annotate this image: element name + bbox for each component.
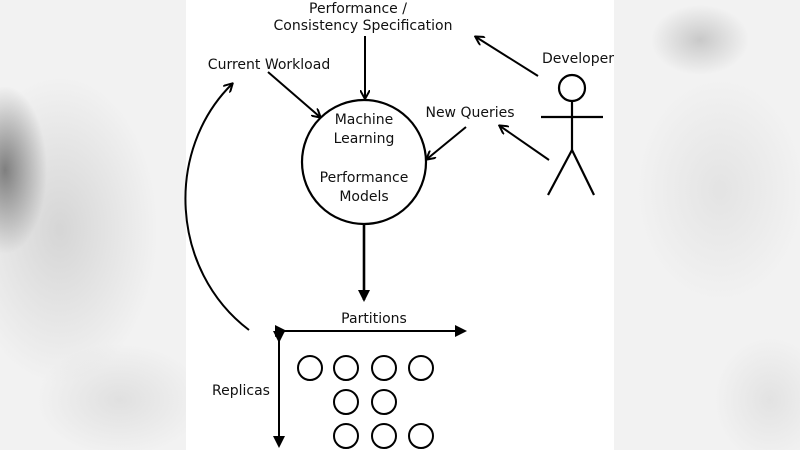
replica-node — [333, 355, 359, 381]
replica-node — [333, 389, 359, 415]
developer-to-queries-arrow — [500, 126, 550, 161]
replica-node — [297, 355, 323, 381]
spec-label-line1: Performance / — [309, 1, 407, 17]
partitions-label: Partitions — [341, 311, 407, 327]
replica-node — [333, 423, 359, 449]
ml-model-circle — [300, 98, 428, 226]
feedback-curve-arrow — [184, 84, 250, 331]
replica-node — [371, 423, 397, 449]
queries-to-model-arrow — [427, 126, 467, 159]
replica-node — [371, 389, 397, 415]
replica-node — [371, 355, 397, 381]
developer-stick-figure-icon — [541, 73, 603, 196]
spec-label-line2: Consistency Specification — [274, 18, 453, 34]
developer-to-spec-arrow — [476, 37, 539, 77]
model-label-machine: Machine — [335, 112, 394, 128]
model-label-learning: Learning — [334, 131, 395, 147]
developer-label: Developer — [542, 51, 614, 67]
replica-grid — [297, 355, 434, 449]
replica-node — [408, 355, 434, 381]
workload-to-model-arrow — [267, 71, 320, 117]
replica-node — [408, 423, 434, 449]
model-label-models: Models — [339, 189, 388, 205]
replicas-label: Replicas — [212, 383, 270, 399]
model-label-performance: Performance — [320, 170, 409, 186]
current-workload-label: Current Workload — [208, 57, 330, 73]
new-queries-label: New Queries — [425, 105, 514, 121]
diagram-panel — [186, 0, 614, 450]
